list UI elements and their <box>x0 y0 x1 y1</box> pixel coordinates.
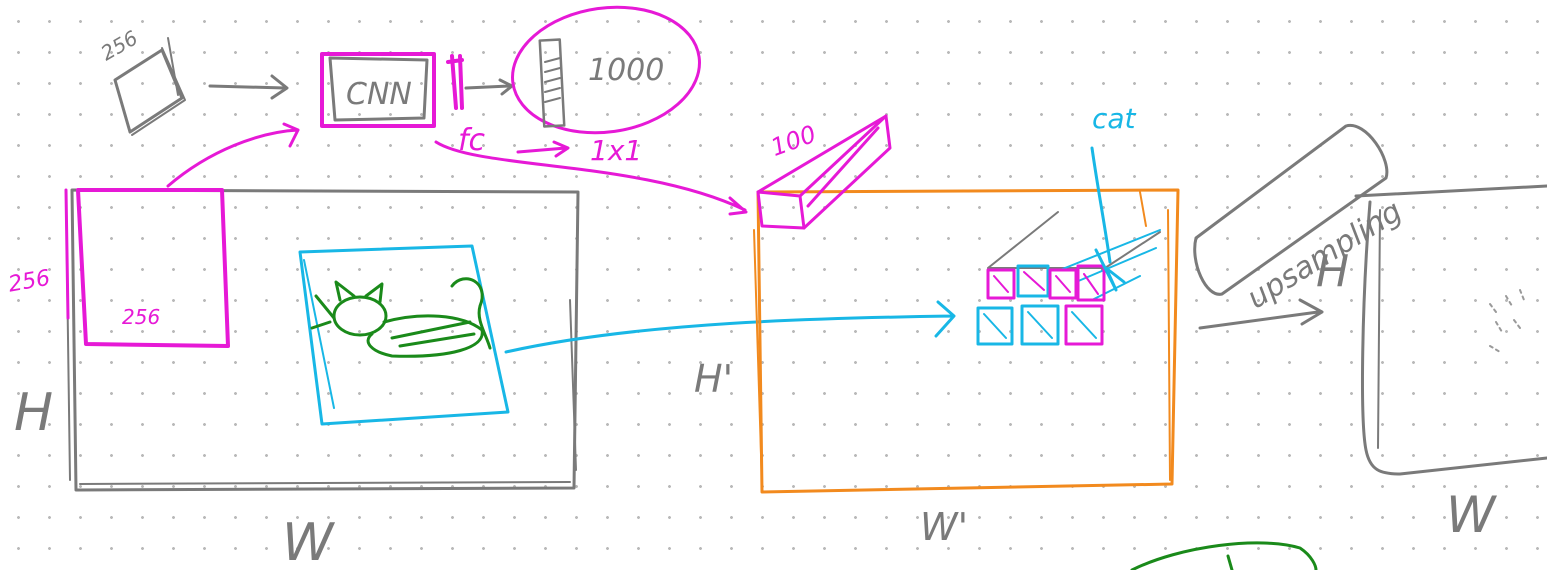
class-label: cat <box>1092 102 1137 135</box>
channel-label: 100 <box>767 120 820 162</box>
channel-volume <box>756 114 892 230</box>
fc-output-label: 1x1 <box>590 134 642 167</box>
arrow-input-to-cnn <box>166 122 300 188</box>
upsampling-bubble <box>1193 124 1389 296</box>
top-pipeline: 256 CNN 1000 fc 1x1 <box>97 5 748 216</box>
output-size-label: 1000 <box>588 53 664 88</box>
output-vector <box>538 38 566 128</box>
arrow-cnn-to-feature <box>434 140 748 216</box>
arrow-crop-to-cnn <box>208 74 289 100</box>
input-image: 256 256 H W <box>6 188 580 570</box>
feature-height-label: H' <box>694 357 733 401</box>
fc-vector <box>446 54 464 110</box>
input-height-label: H <box>14 383 53 443</box>
input-width-label: W <box>282 513 336 570</box>
cat-bounding-box <box>298 244 510 426</box>
crop-width-label: 256 <box>122 305 160 329</box>
arrow-to-output <box>464 78 514 96</box>
upsampling-arrow <box>1198 298 1324 330</box>
cat-doodle <box>310 277 492 358</box>
output-height-label: H <box>1316 246 1349 297</box>
cnn-label: CNN <box>346 77 412 112</box>
output-image: H W <box>1316 184 1547 544</box>
crop-window <box>76 188 230 348</box>
feature-map-frame <box>756 188 1180 494</box>
arrow-cat-to-feature <box>504 300 956 354</box>
class-pointer <box>1090 146 1112 264</box>
upsampling-block: upsampling <box>1193 124 1408 330</box>
feature-width-label: W' <box>920 505 968 549</box>
fc-arrow <box>516 140 570 158</box>
feature-cells <box>976 211 1161 346</box>
crop-patch <box>113 37 186 136</box>
output-ellipse <box>511 5 701 135</box>
output-image-frame <box>1354 184 1547 476</box>
crop-size-label: 256 <box>97 26 142 66</box>
output-width-label: W <box>1446 486 1497 544</box>
feature-map: 100 cat H' W' <box>694 102 1180 549</box>
crop-height-label: 256 <box>6 266 52 298</box>
input-image-frame <box>70 188 580 492</box>
cnn-block: CNN <box>320 52 436 128</box>
partial-green-curve <box>1130 541 1318 570</box>
output-ghost-cat <box>1489 289 1525 353</box>
